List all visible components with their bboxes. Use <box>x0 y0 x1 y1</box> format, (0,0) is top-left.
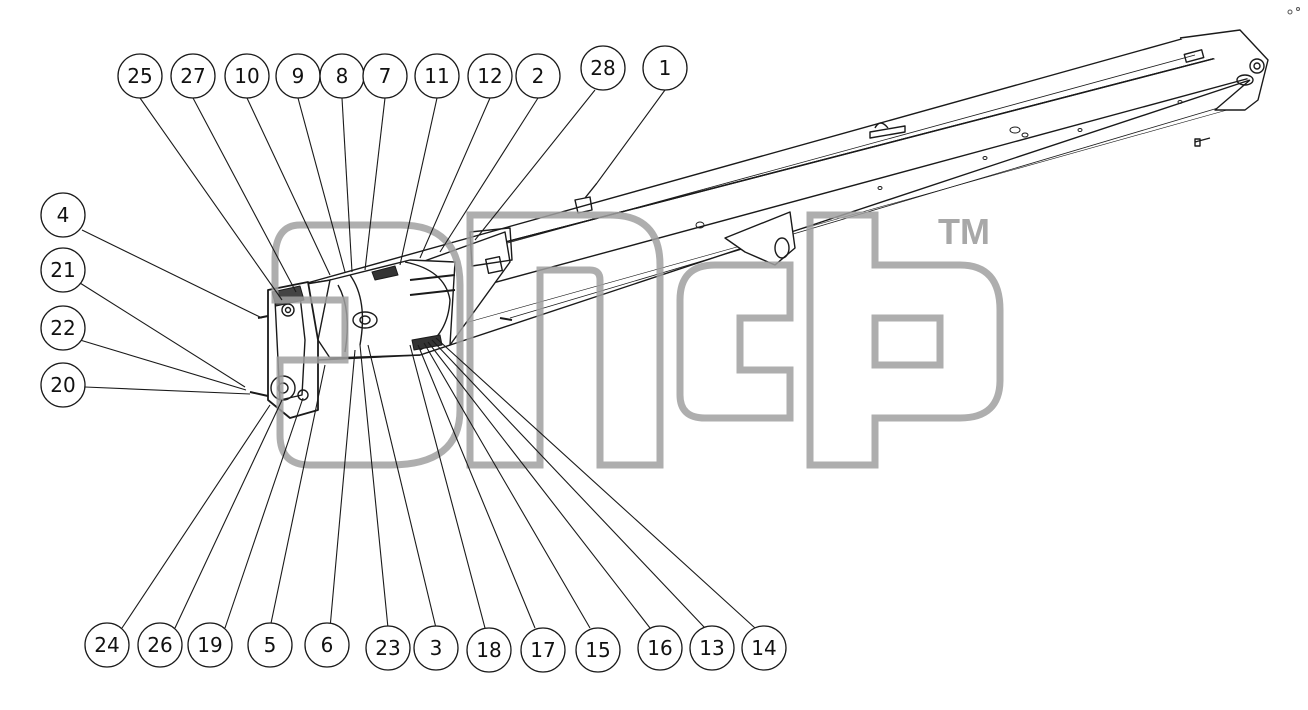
callout-label: 26 <box>147 633 172 657</box>
callout-label: 3 <box>430 636 443 660</box>
housing-roller-inner <box>359 315 371 325</box>
corner-mark <box>1287 7 1300 15</box>
hose-line <box>584 182 598 199</box>
callout-13: 13 <box>689 625 735 671</box>
callout-26: 26 <box>137 622 183 668</box>
callout-24: 24 <box>84 622 130 668</box>
callout-4: 4 <box>40 192 86 238</box>
housing-ring-2 <box>349 274 364 346</box>
callout-label: 8 <box>336 64 349 88</box>
watermark-logo: TM <box>271 211 1004 469</box>
top-bracket <box>869 125 906 139</box>
callout-label: 22 <box>50 316 75 340</box>
callout-8: 8 <box>319 53 365 99</box>
top-handle <box>874 122 889 129</box>
callout-12: 12 <box>467 53 513 99</box>
callout-label: 12 <box>477 64 502 88</box>
housing-band <box>409 274 456 296</box>
callout-label: 23 <box>375 636 400 660</box>
callout-15: 15 <box>575 627 621 673</box>
callout-label: 28 <box>590 56 615 80</box>
leader-lines <box>79 89 756 629</box>
pin-lower <box>297 389 309 401</box>
callout-9: 9 <box>275 53 321 99</box>
callout-label: 14 <box>751 636 776 660</box>
callout-10: 10 <box>224 53 270 99</box>
callout-3: 3 <box>413 625 459 671</box>
callout-19: 19 <box>187 622 233 668</box>
callout-2: 2 <box>515 53 561 99</box>
callout-6: 6 <box>304 622 350 668</box>
callout-17: 17 <box>520 627 566 673</box>
callout-22: 22 <box>40 305 86 351</box>
callout-21: 21 <box>40 247 86 293</box>
callout-1: 1 <box>642 45 688 91</box>
callouts-bottom-row: 24 26 19 5 6 23 3 18 17 15 16 13 14 <box>84 622 787 673</box>
tip-roller <box>1236 74 1254 86</box>
callout-5: 5 <box>247 622 293 668</box>
cylinder-mount-pin <box>774 237 790 259</box>
tip-pin <box>1249 58 1265 74</box>
tip-block <box>1183 49 1205 63</box>
boom-edge-2 <box>429 77 1251 301</box>
callout-label: 16 <box>647 636 672 660</box>
housing-roller <box>352 311 378 329</box>
callout-label: 11 <box>424 64 449 88</box>
callout-16: 16 <box>637 625 683 671</box>
callout-label: 13 <box>699 636 724 660</box>
callout-18: 18 <box>466 627 512 673</box>
callout-label: 18 <box>476 638 501 662</box>
wear-pad-top <box>371 265 399 281</box>
callout-label: 9 <box>292 64 305 88</box>
wm-letter-3 <box>676 261 794 422</box>
callout-label: 24 <box>94 633 119 657</box>
callout-28: 28 <box>580 45 626 91</box>
callout-27: 27 <box>170 53 216 99</box>
callout-label: 7 <box>379 64 392 88</box>
wm-letter-2 <box>466 211 664 469</box>
side-bolt <box>499 317 513 321</box>
pin-upper-inner <box>284 306 292 314</box>
callout-label: 1 <box>659 56 672 80</box>
wm-letter-4 <box>806 211 1004 469</box>
callout-11: 11 <box>414 53 460 99</box>
callout-label: 5 <box>264 633 277 657</box>
callout-label: 15 <box>585 638 610 662</box>
loose-bolt <box>1194 137 1211 147</box>
base-housing <box>317 259 456 359</box>
callout-25: 25 <box>117 53 163 99</box>
callout-7: 7 <box>362 53 408 99</box>
callout-label: 4 <box>57 203 70 227</box>
callout-label: 10 <box>234 64 259 88</box>
wm-letter-1 <box>271 221 464 469</box>
callout-label: 2 <box>532 64 545 88</box>
bolt-stub-2 <box>257 315 269 319</box>
wm-trademark: TM <box>938 211 990 252</box>
callout-label: 21 <box>50 258 75 282</box>
boom-edge-4 <box>509 99 1246 319</box>
callout-label: 6 <box>321 633 334 657</box>
callout-label: 17 <box>530 638 555 662</box>
callout-label: 25 <box>127 64 152 88</box>
callout-label: 27 <box>180 64 205 88</box>
callout-14: 14 <box>741 625 787 671</box>
callout-23: 23 <box>365 625 411 671</box>
bolt-stub <box>249 391 269 397</box>
callout-label: 20 <box>50 373 75 397</box>
callouts-left-column: 4 21 22 20 <box>40 192 86 408</box>
wear-pad-bottom <box>411 334 443 351</box>
tip-pin-inner <box>1253 62 1261 70</box>
callouts-top-row: 25 27 10 9 8 7 11 12 2 28 1 <box>117 45 688 99</box>
callout-label: 19 <box>197 633 222 657</box>
callout-20: 20 <box>40 362 86 408</box>
collar-plate <box>484 255 504 275</box>
pin-upper <box>281 303 295 317</box>
boom-edge-1 <box>404 47 1256 269</box>
